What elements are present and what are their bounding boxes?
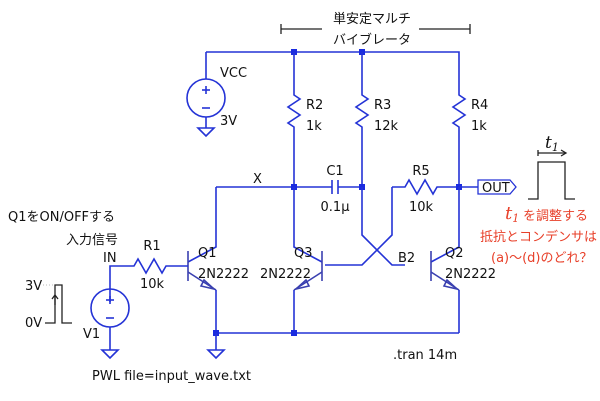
net-label-in: IN [103,251,117,266]
input-waveform [43,284,72,324]
r1-name: R1 [143,239,160,254]
ground-icon [206,333,226,360]
r2-name: R2 [306,98,323,113]
transistor-q3 [293,187,323,333]
r5-value: 10k [409,200,434,215]
question-line-3: (a)〜(d)のどれ？ [491,251,593,266]
pulse-label: t1 [545,133,559,154]
r3-value: 12k [374,119,399,134]
vcc-label: VCC [220,66,247,81]
q1-name: Q1 [198,246,217,261]
q3-model: 2N2222 [260,267,311,282]
out-label: OUT [482,181,510,196]
r1-value: 10k [140,277,165,292]
r2-value: 1k [306,119,322,134]
r4-name: R4 [471,98,488,113]
input-note-2: 入力信号 [66,233,118,248]
net-label-x: X [253,172,262,187]
r3-name: R3 [374,98,391,113]
vcc-rail [206,51,460,90]
vcc-source [186,52,226,138]
input-low-label: 0V [25,316,42,331]
q1-model: 2N2222 [198,267,249,282]
question-line-1: を調整する [523,209,588,224]
q3-name: Q3 [294,246,313,261]
r2-symbol [286,52,302,187]
title-line-1: 単安定マルチ [333,11,411,27]
title-bracket [280,24,471,34]
junction [291,330,297,336]
transistor-q2 [430,187,460,333]
c1-name: C1 [326,164,343,179]
v1-spec: PWL file=input_wave.txt [92,369,251,384]
q3-base-wire [325,187,393,266]
net-label-b2: B2 [398,251,415,266]
r1-symbol [109,257,188,302]
question-t1: t1 [505,203,519,225]
input-high-label: 3V [25,279,42,294]
r4-value: 1k [471,119,487,134]
q2-name: Q2 [445,246,464,261]
input-note-1: Q1をON/OFFする [8,210,115,225]
q2-model: 2N2222 [445,267,496,282]
r5-name: R5 [412,164,429,179]
c1-value: 0.1μ [321,200,350,215]
r5-symbol [392,178,459,196]
out-port [477,179,517,195]
vcc-value: 3V [220,114,237,129]
r4-symbol [451,90,467,187]
tran-directive: .tran 14m [393,348,457,363]
v1-name: V1 [83,327,100,342]
question-line-2: 抵抗とコンデンサは [480,229,597,245]
title-line-2: バイブレータ [333,32,411,48]
r3-symbol [354,52,370,187]
pulse-waveform [528,149,575,200]
v1-source [90,288,130,360]
